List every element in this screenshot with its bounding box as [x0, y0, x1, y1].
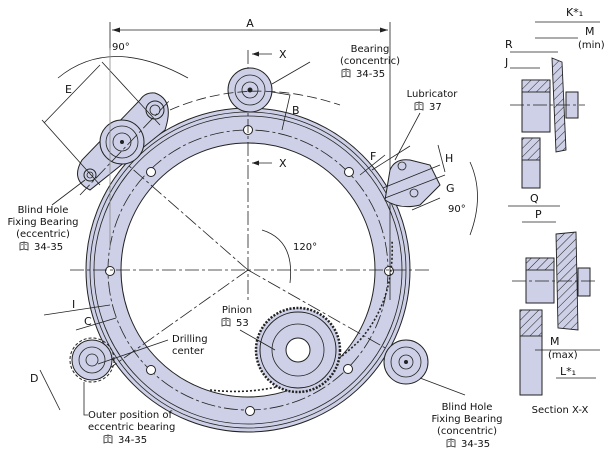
ring-gear-teeth: [209, 239, 394, 393]
pinion: [254, 306, 342, 394]
svg-text:34-35: 34-35: [34, 242, 63, 253]
section-view-top: [510, 57, 585, 189]
section-top-dims: K*₁ M (min) R J Q P: [504, 6, 605, 223]
dim-m-min-label: M: [585, 25, 595, 38]
dim-l-label: L*₁: [560, 365, 576, 378]
svg-text:37: 37: [429, 102, 442, 113]
section-view-x-x: M (max) L*₁ Section X-X: [512, 231, 600, 416]
book-icon: [19, 241, 29, 251]
label-drilling-center: Drilling: [172, 334, 208, 345]
svg-text:34-35: 34-35: [356, 69, 385, 80]
svg-text:(min): (min): [578, 40, 605, 51]
concentric-bearing-bottom-right: [383, 339, 466, 396]
dim-m-max-label: M: [550, 335, 560, 348]
svg-text:53: 53: [236, 318, 249, 329]
dim-f-label: F: [370, 150, 376, 163]
angle-120-arc: [261, 229, 292, 284]
svg-text:(max): (max): [548, 350, 578, 361]
svg-text:(eccentric): (eccentric): [16, 229, 70, 240]
ring-mounting-holes: [105, 125, 394, 416]
book-icon: [446, 438, 456, 448]
angle-120-label: 120°: [293, 242, 317, 253]
dim-d-label: D: [30, 372, 38, 385]
section-x-bottom: X: [279, 157, 287, 170]
dim-g-label: G: [446, 182, 455, 195]
dim-k-label: K*₁: [566, 6, 583, 19]
svg-text:(concentric): (concentric): [437, 426, 497, 437]
label-blind-hole-concentric: Blind Hole: [442, 402, 493, 413]
label-bearing-concentric: Bearing (concentric) 34-35: [340, 44, 400, 80]
dim-e-label: E: [65, 83, 72, 96]
svg-text:Blind Hole: Blind Hole: [18, 205, 69, 216]
svg-text:34-35: 34-35: [461, 439, 490, 450]
dimension-b: B: [271, 91, 300, 131]
book-icon: [341, 68, 351, 78]
svg-text:Bearing: Bearing: [351, 44, 390, 55]
svg-text:Fixing Bearing: Fixing Bearing: [7, 217, 78, 228]
top-concentric-bearing: [227, 61, 311, 113]
eccentric-bearing-plate: [77, 92, 171, 196]
eccentric-bearing-bottom-left: [69, 337, 115, 383]
lubricator: [371, 145, 446, 208]
section-markers: X X: [252, 48, 287, 170]
dim-p-label: P: [535, 208, 542, 221]
dim-h-label: H: [445, 152, 453, 165]
section-x-top: X: [279, 48, 287, 61]
dim-b-label: B: [292, 104, 300, 117]
label-lubricator: Lubricator: [407, 89, 459, 100]
label-pinion: Pinion: [222, 305, 252, 316]
dim-c-label: C: [84, 315, 92, 328]
book-icon: [103, 434, 113, 444]
svg-text:34-35: 34-35: [118, 435, 147, 446]
dimension-a: A: [109, 17, 391, 300]
label-outer-position: Outer position of: [88, 410, 172, 421]
dim-a-label: A: [246, 17, 254, 30]
dimension-e: E: [41, 61, 161, 186]
dim-j-label: J: [504, 56, 508, 69]
book-icon: [414, 101, 424, 111]
label-blind-hole-eccentric: Blind Hole Fixing Bearing (eccentric) 34…: [7, 179, 86, 253]
centerlines: [70, 50, 430, 376]
dim-i-label: I: [72, 298, 75, 311]
dim-r-label: R: [505, 38, 513, 51]
angle-right-label: 90°: [448, 204, 466, 215]
dim-q-label: Q: [530, 192, 539, 205]
angle-90-top-left: 90°: [57, 42, 189, 250]
section-x-x-title: Section X-X: [532, 405, 589, 416]
angle-top-left-label: 90°: [112, 42, 130, 53]
book-icon: [221, 317, 231, 327]
svg-text:eccentric bearing: eccentric bearing: [88, 422, 175, 433]
svg-text:(concentric): (concentric): [340, 56, 400, 67]
svg-text:center: center: [172, 346, 205, 357]
svg-text:Fixing Bearing: Fixing Bearing: [431, 414, 502, 425]
